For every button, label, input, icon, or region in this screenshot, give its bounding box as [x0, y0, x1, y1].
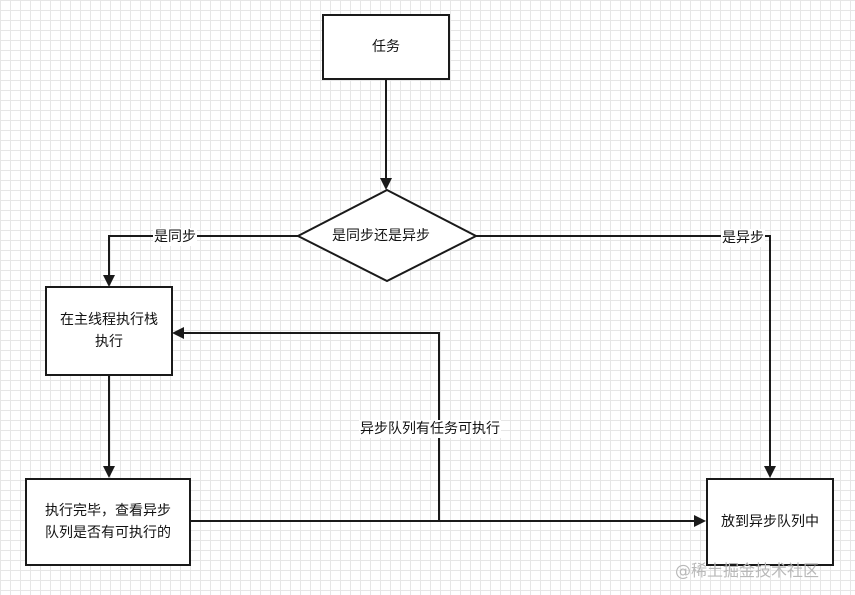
main-stack-node[interactable]: 在主线程执行栈执行 — [45, 286, 173, 376]
edge-queue-to-stack — [172, 327, 440, 521]
task-node-label: 任务 — [372, 39, 400, 55]
edge-async — [476, 235, 776, 478]
async-queue-node[interactable]: 放到异步队列中 — [706, 478, 834, 566]
check-queue-node-label: 执行完毕，查看异步队列是否有可执行的 — [45, 503, 171, 541]
async-queue-node-label: 放到异步队列中 — [721, 514, 819, 530]
check-queue-node[interactable]: 执行完毕，查看异步队列是否有可执行的 — [25, 478, 191, 566]
sync-edge-label: 是同步 — [153, 228, 197, 246]
decision-diamond[interactable] — [295, 188, 479, 283]
watermark: @稀土掘金技术社区 — [675, 561, 820, 580]
decision-label: 是同步还是异步 — [332, 228, 430, 244]
edge-sync — [103, 235, 298, 287]
queue-has-task-edge-label: 异步队列有任务可执行 — [359, 420, 501, 438]
main-stack-node-label: 在主线程执行栈执行 — [60, 312, 158, 350]
async-edge-label: 是异步 — [721, 229, 765, 247]
task-node[interactable]: 任务 — [322, 14, 450, 80]
